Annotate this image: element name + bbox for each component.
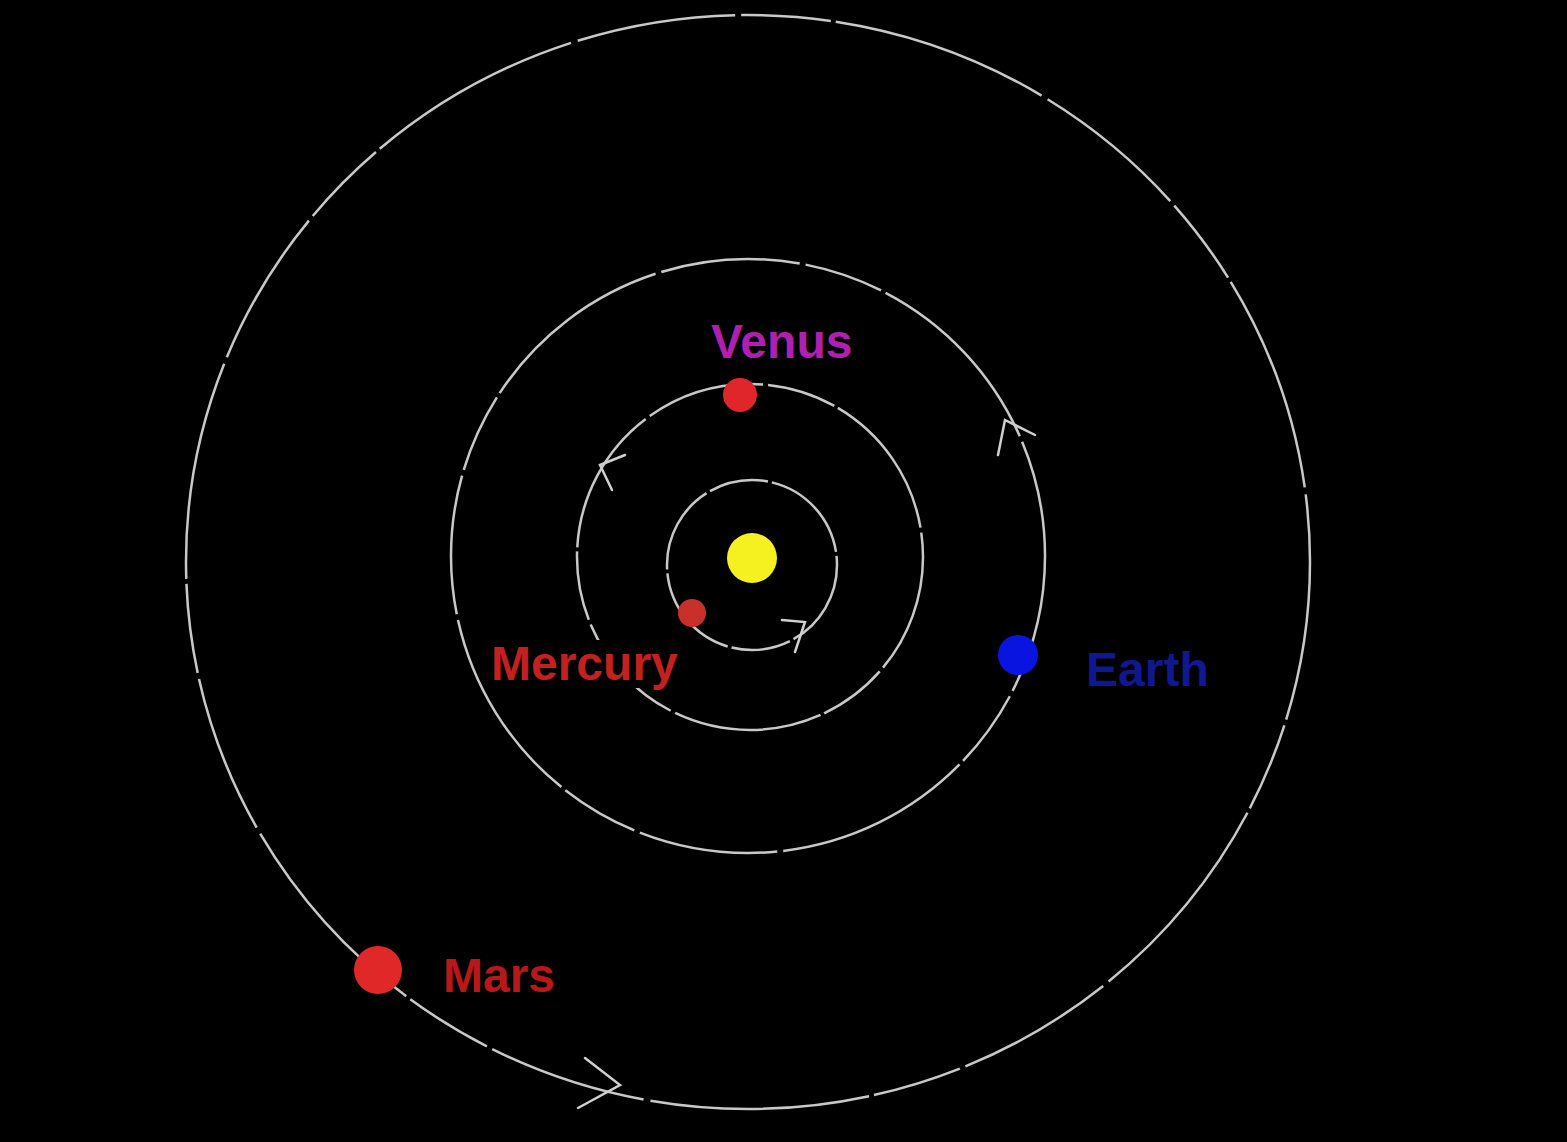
planet-label: Venus [708, 318, 855, 366]
mars-orbit [186, 15, 1310, 1109]
orbit-direction-arrow [998, 420, 1035, 455]
sun [727, 533, 777, 583]
space-background [12, 10, 1567, 1142]
planet-label: Earth [1083, 646, 1212, 694]
mars-planet [354, 946, 402, 994]
orbit-direction-arrow [782, 620, 805, 652]
planet-label: Mercury [488, 640, 681, 688]
earth-orbit [451, 259, 1045, 853]
mercury-planet [678, 599, 706, 627]
mercury-orbit [667, 480, 837, 650]
venus-planet [723, 378, 757, 412]
orbit-direction-arrow [600, 455, 625, 490]
orbit-direction-arrow [578, 1058, 620, 1108]
earth-planet [998, 635, 1038, 675]
planet-label: Mars [440, 952, 558, 1000]
